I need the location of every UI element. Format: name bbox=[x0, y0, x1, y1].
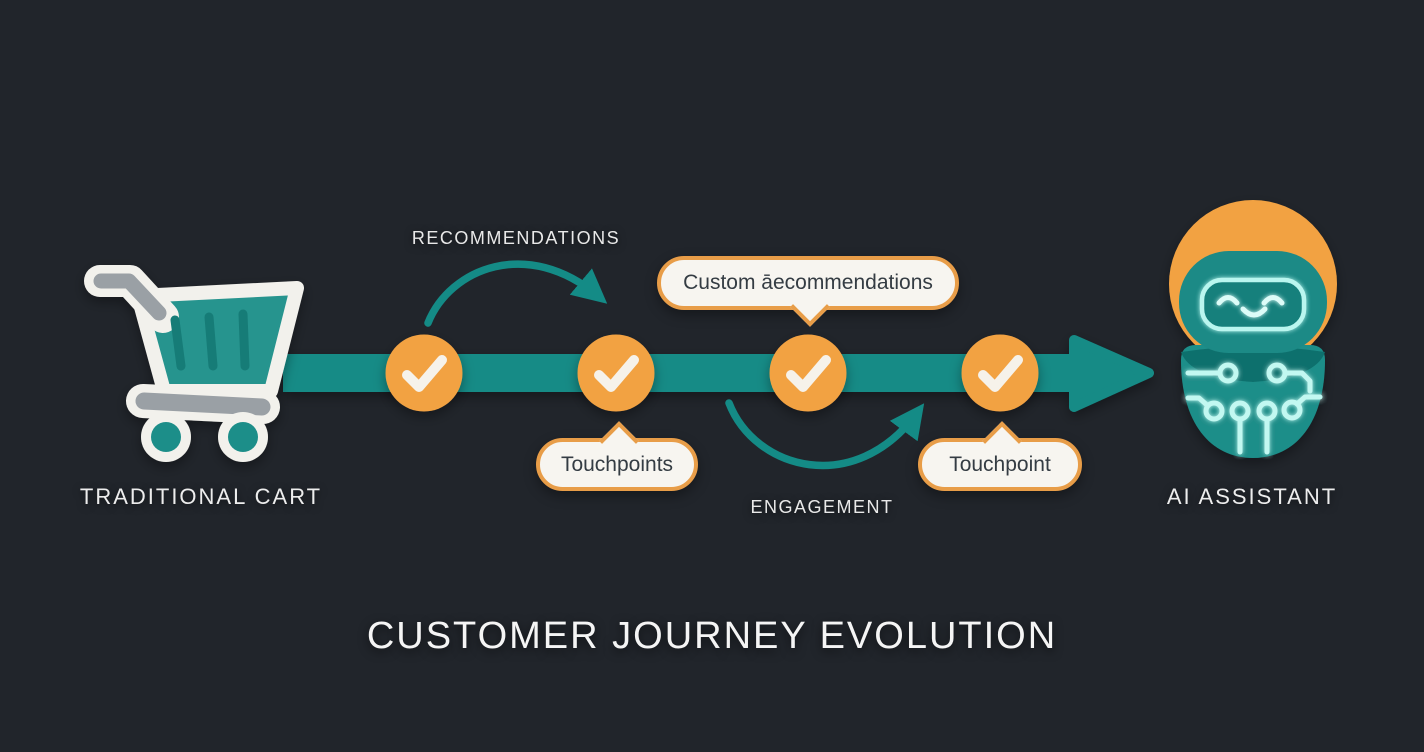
checkpoint-3 bbox=[769, 334, 847, 412]
checkpoint-4 bbox=[961, 334, 1039, 412]
engagement-arc-arrow bbox=[725, 399, 925, 470]
robot-face-panel bbox=[1199, 277, 1307, 332]
checkmark-icon bbox=[402, 355, 447, 392]
bubble-custom-recommendations: Custom āecommendations bbox=[657, 256, 959, 327]
timeline-arrowhead bbox=[1069, 335, 1154, 412]
bubble-touchpoints: Touchpoints bbox=[536, 421, 698, 491]
shopping-cart-icon bbox=[84, 265, 304, 462]
recommendations-label: RECOMMENDATIONS bbox=[411, 228, 621, 248]
checkmark-icon bbox=[594, 355, 639, 392]
page-title: CUSTOMER JOURNEY EVOLUTION bbox=[366, 615, 1058, 657]
bubble-touchpoint: Touchpoint bbox=[918, 421, 1082, 491]
checkmark-icon bbox=[786, 355, 831, 392]
checkpoint-2 bbox=[577, 334, 655, 412]
robot-face bbox=[1216, 295, 1285, 318]
checkmark-icon bbox=[978, 355, 1023, 392]
engagement-label: ENGAGEMENT bbox=[750, 497, 894, 517]
bubble-text: Touchpoint bbox=[949, 452, 1051, 476]
robot-circuits bbox=[1185, 362, 1323, 455]
left-node-label: TRADITIONAL CART bbox=[79, 484, 323, 509]
bubble-text: Custom āecommendations bbox=[683, 271, 933, 294]
right-node-label: AI ASSISTANT bbox=[1166, 484, 1338, 509]
checkpoints bbox=[385, 334, 1039, 412]
ai-robot-icon bbox=[1169, 200, 1337, 458]
checkpoint-1 bbox=[385, 334, 463, 412]
recommendations-arc-arrow bbox=[424, 260, 608, 327]
bubble-text: Touchpoints bbox=[560, 452, 674, 476]
